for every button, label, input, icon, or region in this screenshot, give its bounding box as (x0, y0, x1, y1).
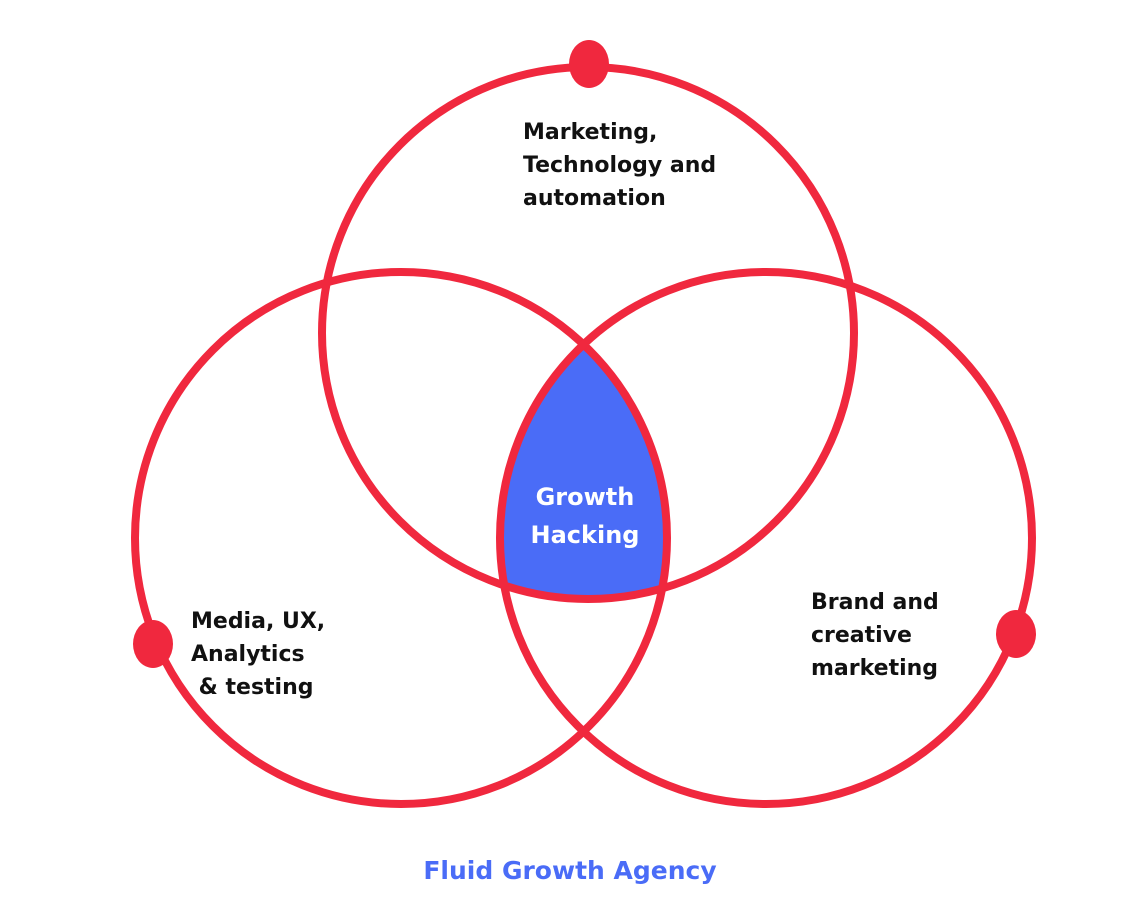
circle-right (496, 268, 1036, 808)
footer-brand: Fluid Growth Agency (423, 856, 717, 885)
right-circle-label: Brand and creative marketing (811, 590, 939, 681)
dot-left (133, 620, 173, 668)
dot-right (996, 610, 1036, 658)
circle-left (131, 268, 671, 808)
center-label: Growth Hacking (530, 483, 640, 549)
dot-top (569, 40, 609, 88)
top-circle-label: Marketing, Technology and automation (523, 120, 717, 211)
left-circle-label: Media, UX, Analytics & testing (191, 609, 326, 700)
